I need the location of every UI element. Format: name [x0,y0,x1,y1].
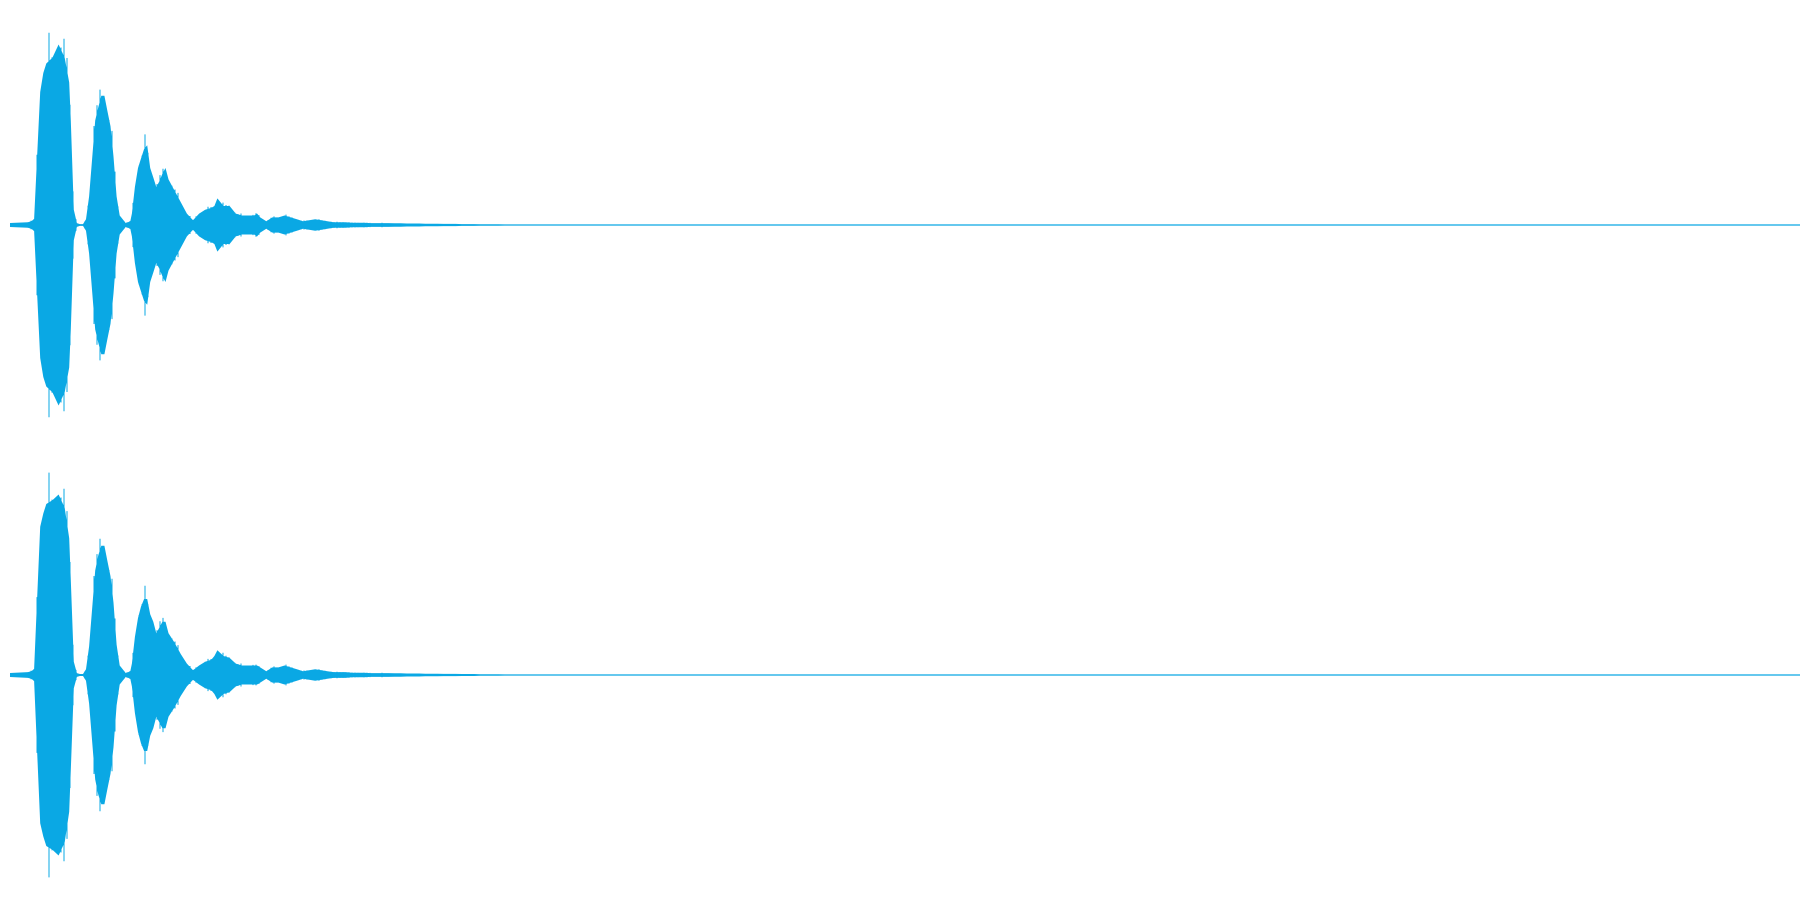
channel-2-waveform [10,472,1800,878]
channel-1-waveform [10,32,1800,418]
